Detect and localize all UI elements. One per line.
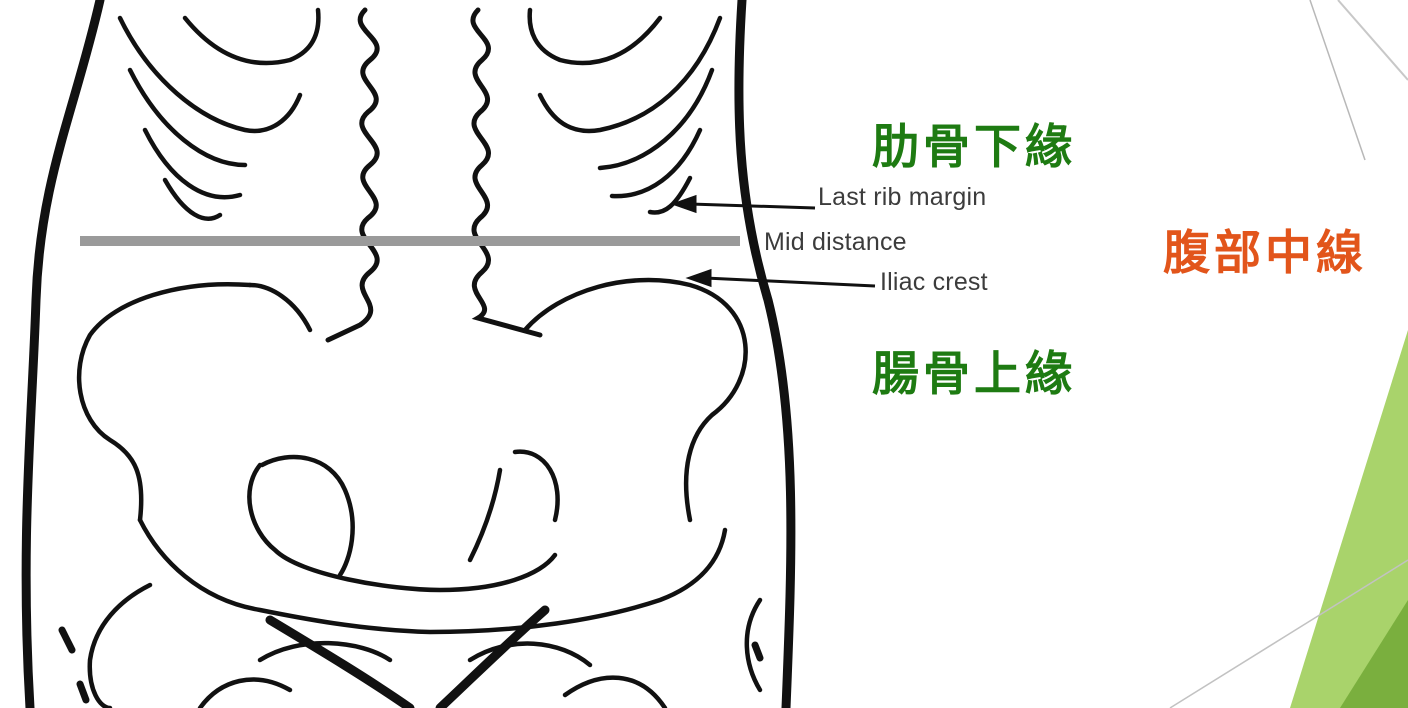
label-mid-distance: Mid distance <box>764 228 907 257</box>
spine <box>328 10 540 340</box>
mid-distance-line <box>80 236 740 246</box>
sacrum <box>270 610 545 708</box>
label-iliac-upper-edge-zh: 腸骨上緣 <box>872 335 1076 404</box>
pelvis <box>79 280 760 708</box>
label-rib-lower-edge-zh: 肋骨下緣 <box>872 108 1076 177</box>
body-outline <box>26 0 791 708</box>
side-marks <box>62 630 760 700</box>
arrow-iliac <box>690 271 710 285</box>
label-iliac-crest: Iliac crest <box>880 268 988 297</box>
rib-cage <box>120 10 720 219</box>
label-last-rib-margin: Last rib margin <box>818 183 986 212</box>
slide-decoration <box>1170 0 1408 708</box>
label-abdominal-midline-zh: 腹部中線 <box>1163 214 1367 283</box>
